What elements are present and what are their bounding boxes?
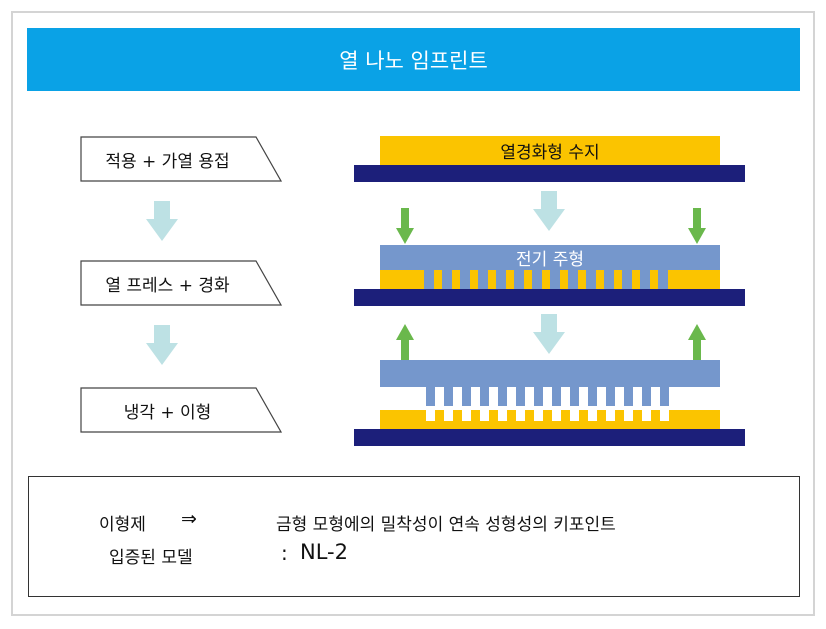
- info-box: 이형제 ⇒ 금형 모형에의 밀착성이 연속 성형성의 키포인트 입증된 모델 :…: [28, 476, 800, 597]
- title-banner: 열 나노 임프린트: [27, 28, 800, 91]
- process-arrow-down-icon: [533, 191, 565, 231]
- step-heat-press-cure: 열 프레스 + 경화: [80, 260, 282, 306]
- mold-label: 전기 주형: [516, 250, 584, 270]
- press-arrow-down-icon: [688, 208, 706, 244]
- press-arrow-up-icon: [396, 324, 414, 360]
- press-arrow-up-icon: [688, 324, 706, 360]
- release-agent-label: 이형제: [99, 515, 146, 535]
- page-title: 열 나노 임프린트: [339, 48, 488, 73]
- arrow-right-icon: ⇒: [181, 508, 197, 530]
- step-box-shape: [80, 136, 282, 182]
- proven-model-label: 입증된 모델: [109, 548, 193, 568]
- process-arrow-down-icon: [146, 201, 178, 241]
- resin-layer: [380, 136, 720, 165]
- pressing-stage-diagram: [354, 245, 745, 306]
- outer-frame: [11, 11, 815, 616]
- step-box-shape: [80, 260, 282, 306]
- step-label: 냉각 + 이형: [123, 402, 212, 423]
- release-stage-diagram: [354, 360, 745, 446]
- model-separator: :: [281, 541, 288, 565]
- substrate-layer: [354, 165, 745, 182]
- process-arrow-down-icon: [146, 325, 178, 365]
- step-label: 적용 + 가열 용접: [105, 151, 230, 172]
- step-apply-heat-weld: 적용 + 가열 용접: [80, 136, 282, 182]
- step-box-shape: [80, 387, 282, 433]
- press-arrow-down-icon: [396, 208, 414, 244]
- release-agent-description: 금형 모형에의 밀착성이 연속 성형성의 키포인트: [276, 515, 616, 535]
- process-arrow-down-icon: [533, 314, 565, 354]
- resin-label: 열경화형 수지: [500, 143, 600, 163]
- step-cool-release: 냉각 + 이형: [80, 387, 282, 433]
- step-label: 열 프레스 + 경화: [105, 275, 230, 296]
- model-value: NL-2: [300, 540, 348, 564]
